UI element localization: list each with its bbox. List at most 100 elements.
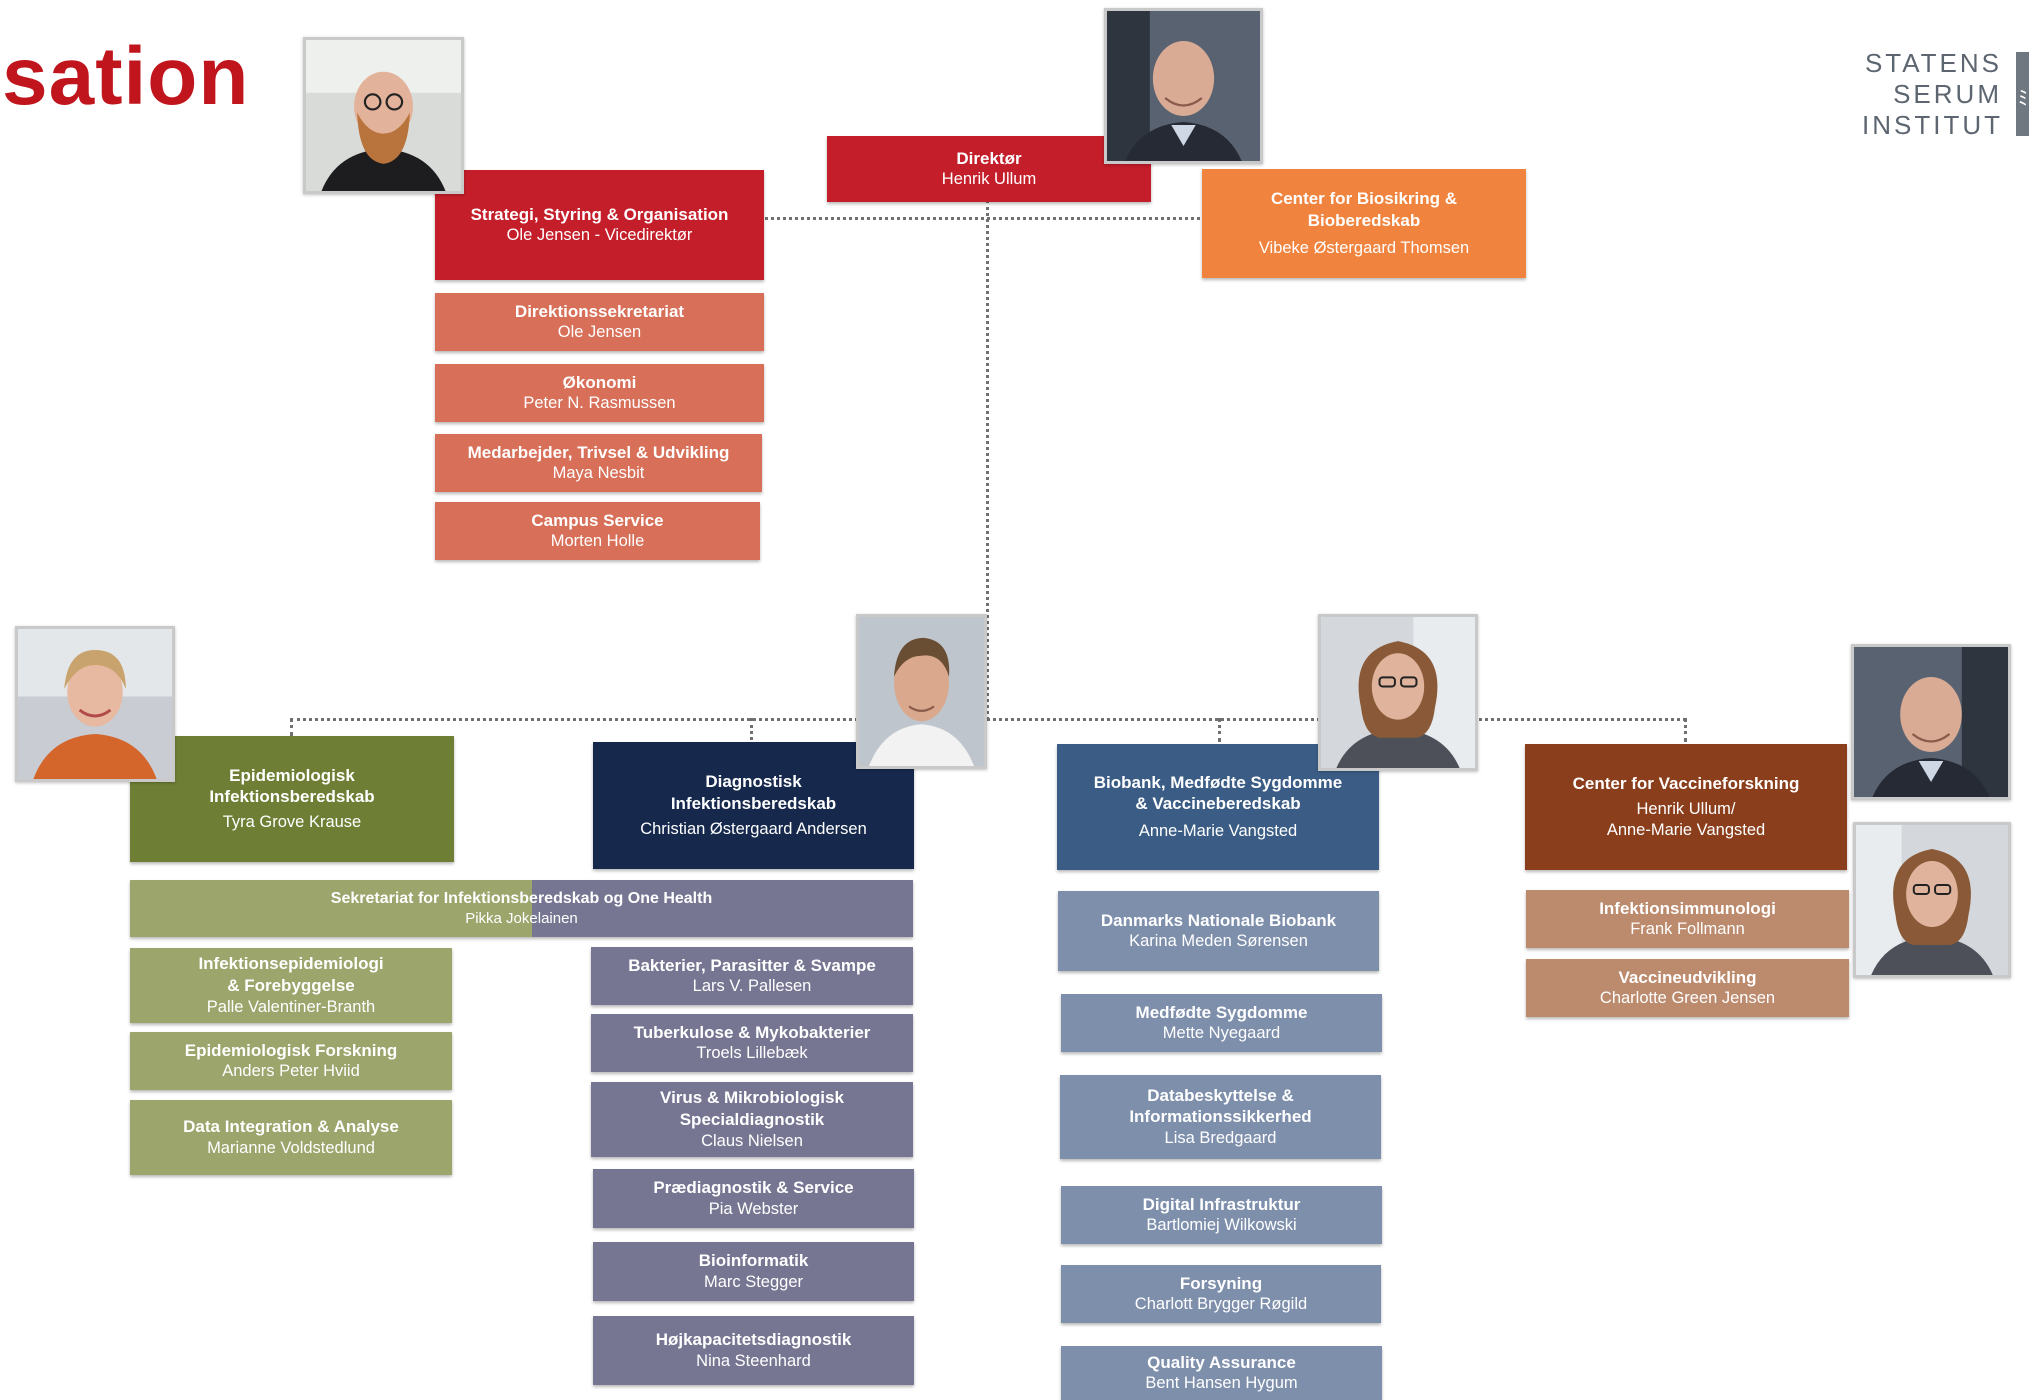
box-name: Troels Lillebæk bbox=[696, 1044, 808, 1063]
box-title: Højkapacitetsdiagnostik bbox=[655, 1330, 852, 1350]
vacc-unit-box[interactable]: Vaccineudvikling Charlotte Green Jensen bbox=[1526, 959, 1849, 1017]
box-name: Ole Jensen - Vicedirektør bbox=[506, 226, 693, 245]
box-title: Diagnostisk bbox=[705, 772, 802, 792]
box-title: Campus Service bbox=[531, 510, 664, 530]
box-title: & Forebyggelse bbox=[227, 975, 355, 995]
logo-line-2: SERUM bbox=[1893, 79, 2002, 109]
portrait-man-short-hair bbox=[856, 614, 987, 769]
box-name: Morten Holle bbox=[550, 532, 645, 551]
bio-unit-box[interactable]: Databeskyttelse & Informationssikkerhed … bbox=[1060, 1075, 1381, 1159]
epi-unit-box[interactable]: Infektionsepidemiologi & Forebyggelse Pa… bbox=[130, 948, 452, 1023]
box-name: Frank Follmann bbox=[1630, 920, 1745, 939]
box-title: Quality Assurance bbox=[1147, 1352, 1296, 1372]
connector-line bbox=[760, 217, 1200, 220]
box-name: Bartlomiej Wilkowski bbox=[1146, 1216, 1297, 1235]
epi-unit-box[interactable]: Epidemiologisk Forskning Anders Peter Hv… bbox=[130, 1032, 452, 1090]
box-title: Tuberkulose & Mykobakterier bbox=[633, 1022, 871, 1042]
box-title: Økonomi bbox=[562, 372, 637, 392]
bio-unit-box[interactable]: Digital Infrastruktur Bartlomiej Wilkows… bbox=[1061, 1186, 1382, 1244]
bio-unit-box[interactable]: Medfødte Sygdomme Mette Nyegaard bbox=[1061, 994, 1382, 1052]
division-bio-box[interactable]: Biobank, Medfødte Sygdomme & Vaccinebere… bbox=[1057, 744, 1379, 870]
ssi-logo: STATENS SERUM INSTITUT bbox=[1862, 48, 2002, 141]
connector-line bbox=[986, 200, 989, 720]
diag-unit-box[interactable]: Tuberkulose & Mykobakterier Troels Lille… bbox=[591, 1014, 913, 1072]
box-title: Biobank, Medfødte Sygdomme bbox=[1093, 772, 1343, 792]
box-title: Direktør bbox=[956, 148, 1022, 168]
staff-unit-box[interactable]: Økonomi Peter N. Rasmussen bbox=[435, 364, 764, 422]
strategy-box[interactable]: Strategi, Styring & Organisation Ole Jen… bbox=[435, 170, 764, 280]
box-name: Anne-Marie Vangsted bbox=[1606, 820, 1766, 839]
portrait-woman-curly-hair bbox=[1318, 614, 1478, 771]
diag-unit-box[interactable]: Prædiagnostik & Service Pia Webster bbox=[593, 1169, 914, 1228]
box-name: Palle Valentiner-Branth bbox=[206, 997, 376, 1016]
box-title: Infektionsberedskab bbox=[209, 787, 375, 807]
box-name: Ole Jensen bbox=[557, 323, 642, 342]
box-name: Marc Stegger bbox=[703, 1272, 804, 1291]
box-title: Databeskyttelse & bbox=[1147, 1085, 1294, 1105]
staff-unit-box[interactable]: Medarbejder, Trivsel & Udvikling Maya Ne… bbox=[435, 434, 762, 492]
diag-unit-box[interactable]: Højkapacitetsdiagnostik Nina Steenhard bbox=[593, 1316, 914, 1385]
box-name: Claus Nielsen bbox=[701, 1131, 803, 1150]
box-name: Nina Steenhard bbox=[696, 1351, 811, 1370]
portrait-woman-short-hair bbox=[15, 626, 175, 782]
box-title: Sekretariat for Infektionsberedskab og O… bbox=[330, 889, 713, 907]
staff-unit-box[interactable]: Campus Service Morten Holle bbox=[435, 502, 760, 560]
portrait-bearded-man bbox=[303, 37, 464, 194]
logo-mark-icon: ﾐ bbox=[2016, 52, 2029, 136]
box-name: Marianne Voldstedlund bbox=[207, 1138, 375, 1157]
diag-unit-box[interactable]: Bioinformatik Marc Stegger bbox=[593, 1242, 914, 1301]
staff-unit-box[interactable]: Direktionssekretariat Ole Jensen bbox=[435, 293, 764, 351]
box-title: Medfødte Sygdomme bbox=[1135, 1002, 1308, 1022]
division-epi-box[interactable]: Epidemiologisk Infektionsberedskab Tyra … bbox=[130, 736, 454, 862]
box-title: Specialdiagnostik bbox=[679, 1109, 825, 1129]
box-name: Vibeke Østergaard Thomsen bbox=[1258, 238, 1470, 257]
box-name: Maya Nesbit bbox=[552, 464, 645, 483]
biosecurity-box[interactable]: Center for Biosikring & Bioberedskab Vib… bbox=[1202, 169, 1526, 278]
box-title: Infektionsepidemiologi bbox=[198, 954, 384, 974]
epi-unit-box[interactable]: Data Integration & Analyse Marianne Vold… bbox=[130, 1100, 452, 1175]
box-name: Anders Peter Hviid bbox=[222, 1062, 360, 1081]
box-title: Center for Biosikring & bbox=[1270, 189, 1458, 209]
box-title: Direktionssekretariat bbox=[514, 301, 685, 321]
box-title: Prædiagnostik & Service bbox=[653, 1178, 854, 1198]
box-title: Bioberedskab bbox=[1307, 210, 1421, 230]
box-name: Pikka Jokelainen bbox=[465, 910, 578, 928]
box-title: Virus & Mikrobiologisk bbox=[660, 1088, 844, 1108]
box-name: Bent Hansen Hygum bbox=[1145, 1374, 1298, 1393]
box-name: Henrik Ullum/ bbox=[1636, 799, 1736, 818]
box-name: Tyra Grove Krause bbox=[222, 813, 362, 832]
bio-unit-box[interactable]: Forsyning Charlott Brygger Røgild bbox=[1061, 1265, 1381, 1323]
box-name: Pia Webster bbox=[708, 1199, 799, 1218]
bio-unit-box[interactable]: Quality Assurance Bent Hansen Hygum bbox=[1061, 1346, 1382, 1400]
box-title: Epidemiologisk bbox=[229, 765, 355, 785]
box-title: Center for Vaccineforskning bbox=[1572, 774, 1800, 794]
box-title: Medarbejder, Trivsel & Udvikling bbox=[467, 442, 730, 462]
diag-unit-box[interactable]: Bakterier, Parasitter & Svampe Lars V. P… bbox=[591, 947, 913, 1005]
diag-unit-box[interactable]: Virus & Mikrobiologisk Specialdiagnostik… bbox=[591, 1082, 913, 1157]
box-name: Anne-Marie Vangsted bbox=[1138, 822, 1298, 841]
box-name: Peter N. Rasmussen bbox=[523, 394, 676, 413]
bio-unit-box[interactable]: Danmarks Nationale Biobank Karina Meden … bbox=[1058, 891, 1379, 971]
division-diag-box[interactable]: Diagnostisk Infektionsberedskab Christia… bbox=[593, 742, 914, 869]
logo-line-3: INSTITUT bbox=[1862, 110, 2003, 140]
vacc-unit-box[interactable]: Infektionsimmunologi Frank Follmann bbox=[1526, 890, 1849, 948]
box-name: Charlotte Green Jensen bbox=[1599, 989, 1776, 1008]
director-box[interactable]: Direktør Henrik Ullum bbox=[827, 136, 1151, 202]
portrait-bald-man bbox=[1104, 8, 1263, 164]
box-title: Informationssikkerhed bbox=[1129, 1107, 1312, 1127]
box-name: Karina Meden Sørensen bbox=[1129, 932, 1308, 951]
box-title: Epidemiologisk Forskning bbox=[184, 1040, 398, 1060]
secretariat-box[interactable]: Sekretariat for Infektionsberedskab og O… bbox=[130, 880, 913, 937]
connector-line bbox=[1684, 718, 1687, 742]
box-name: Henrik Ullum bbox=[941, 170, 1037, 189]
box-title: & Vaccineberedskab bbox=[1135, 794, 1301, 814]
connector-line bbox=[290, 718, 1686, 721]
portrait-woman-curly-hair bbox=[1853, 822, 2011, 978]
box-title: Strategi, Styring & Organisation bbox=[470, 204, 729, 224]
division-vacc-box[interactable]: Center for Vaccineforskning Henrik Ullum… bbox=[1525, 744, 1847, 870]
box-name: Christian Østergaard Andersen bbox=[640, 819, 867, 838]
connector-line bbox=[1218, 718, 1221, 742]
box-title: Forsyning bbox=[1179, 1273, 1263, 1293]
logo-line-1: STATENS bbox=[1864, 48, 2002, 78]
box-name: Charlott Brygger Røgild bbox=[1134, 1295, 1308, 1314]
